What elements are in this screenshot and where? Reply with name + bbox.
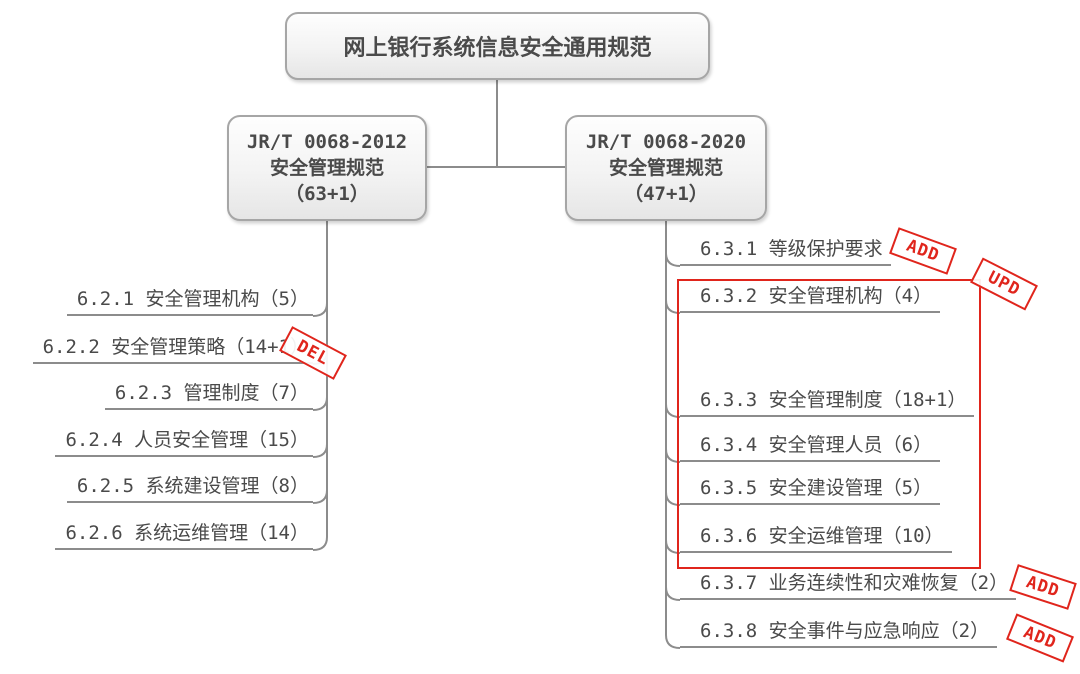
root-topic[interactable]: 网上银行系统信息安全通用规范	[285, 12, 710, 80]
item-6-3-1[interactable]: 6.3.1 等级保护要求	[680, 237, 891, 266]
item-6-2-3[interactable]: 6.2.3 管理制度（7）	[104, 381, 313, 410]
topic-2012-standard-number: JR/T 0068-2012	[246, 131, 408, 153]
item-6-2-6[interactable]: 6.2.6 系统运维管理（14）	[55, 521, 313, 550]
item-6-2-2[interactable]: 6.2.2 安全管理策略（14+1）	[32, 335, 313, 364]
left-elbow-5	[312, 489, 328, 504]
left-elbow-3	[312, 396, 328, 411]
left-elbow-4	[312, 443, 328, 458]
right-elbow-8	[665, 634, 681, 649]
item-6-2-5[interactable]: 6.2.5 系统建设管理（8）	[66, 474, 313, 503]
topic-2020-standard-number: JR/T 0068-2020	[585, 131, 747, 153]
right-elbow-1	[665, 252, 681, 267]
topic-2020-title: 安全管理规范	[608, 157, 723, 179]
left-elbow-6	[312, 536, 328, 551]
topic-2012-title: 安全管理规范	[269, 157, 384, 179]
item-6-3-5[interactable]: 6.3.5 安全建设管理（5）	[680, 476, 941, 505]
item-6-3-4[interactable]: 6.3.4 安全管理人员（6）	[680, 433, 941, 462]
topic-2020-count: （47+1）	[624, 183, 708, 205]
right-elbow-7	[665, 586, 681, 601]
item-6-3-2[interactable]: 6.3.2 安全管理机构（4）	[680, 284, 941, 313]
item-6-2-4[interactable]: 6.2.4 人员安全管理（15）	[55, 428, 313, 457]
item-6-3-6[interactable]: 6.3.6 安全运维管理（10）	[680, 524, 952, 553]
root-topic-label: 网上银行系统信息安全通用规范	[343, 36, 652, 61]
updated-group-outline	[677, 279, 981, 569]
topic-jrt-0068-2020[interactable]: JR/T 0068-2020 安全管理规范 （47+1）	[565, 115, 767, 221]
item-6-3-3[interactable]: 6.3.3 安全管理制度（18+1）	[680, 388, 975, 417]
topic-jrt-0068-2012[interactable]: JR/T 0068-2012 安全管理规范 （63+1）	[227, 115, 427, 221]
item-6-3-8[interactable]: 6.3.8 安全事件与应急响应（2）	[680, 619, 998, 648]
item-6-3-7[interactable]: 6.3.7 业务连续性和灾难恢复（2）	[680, 571, 1017, 600]
topic-2012-count: （63+1）	[285, 183, 369, 205]
left-elbow-1	[312, 302, 328, 317]
item-6-2-1[interactable]: 6.2.1 安全管理机构（5）	[66, 287, 313, 316]
